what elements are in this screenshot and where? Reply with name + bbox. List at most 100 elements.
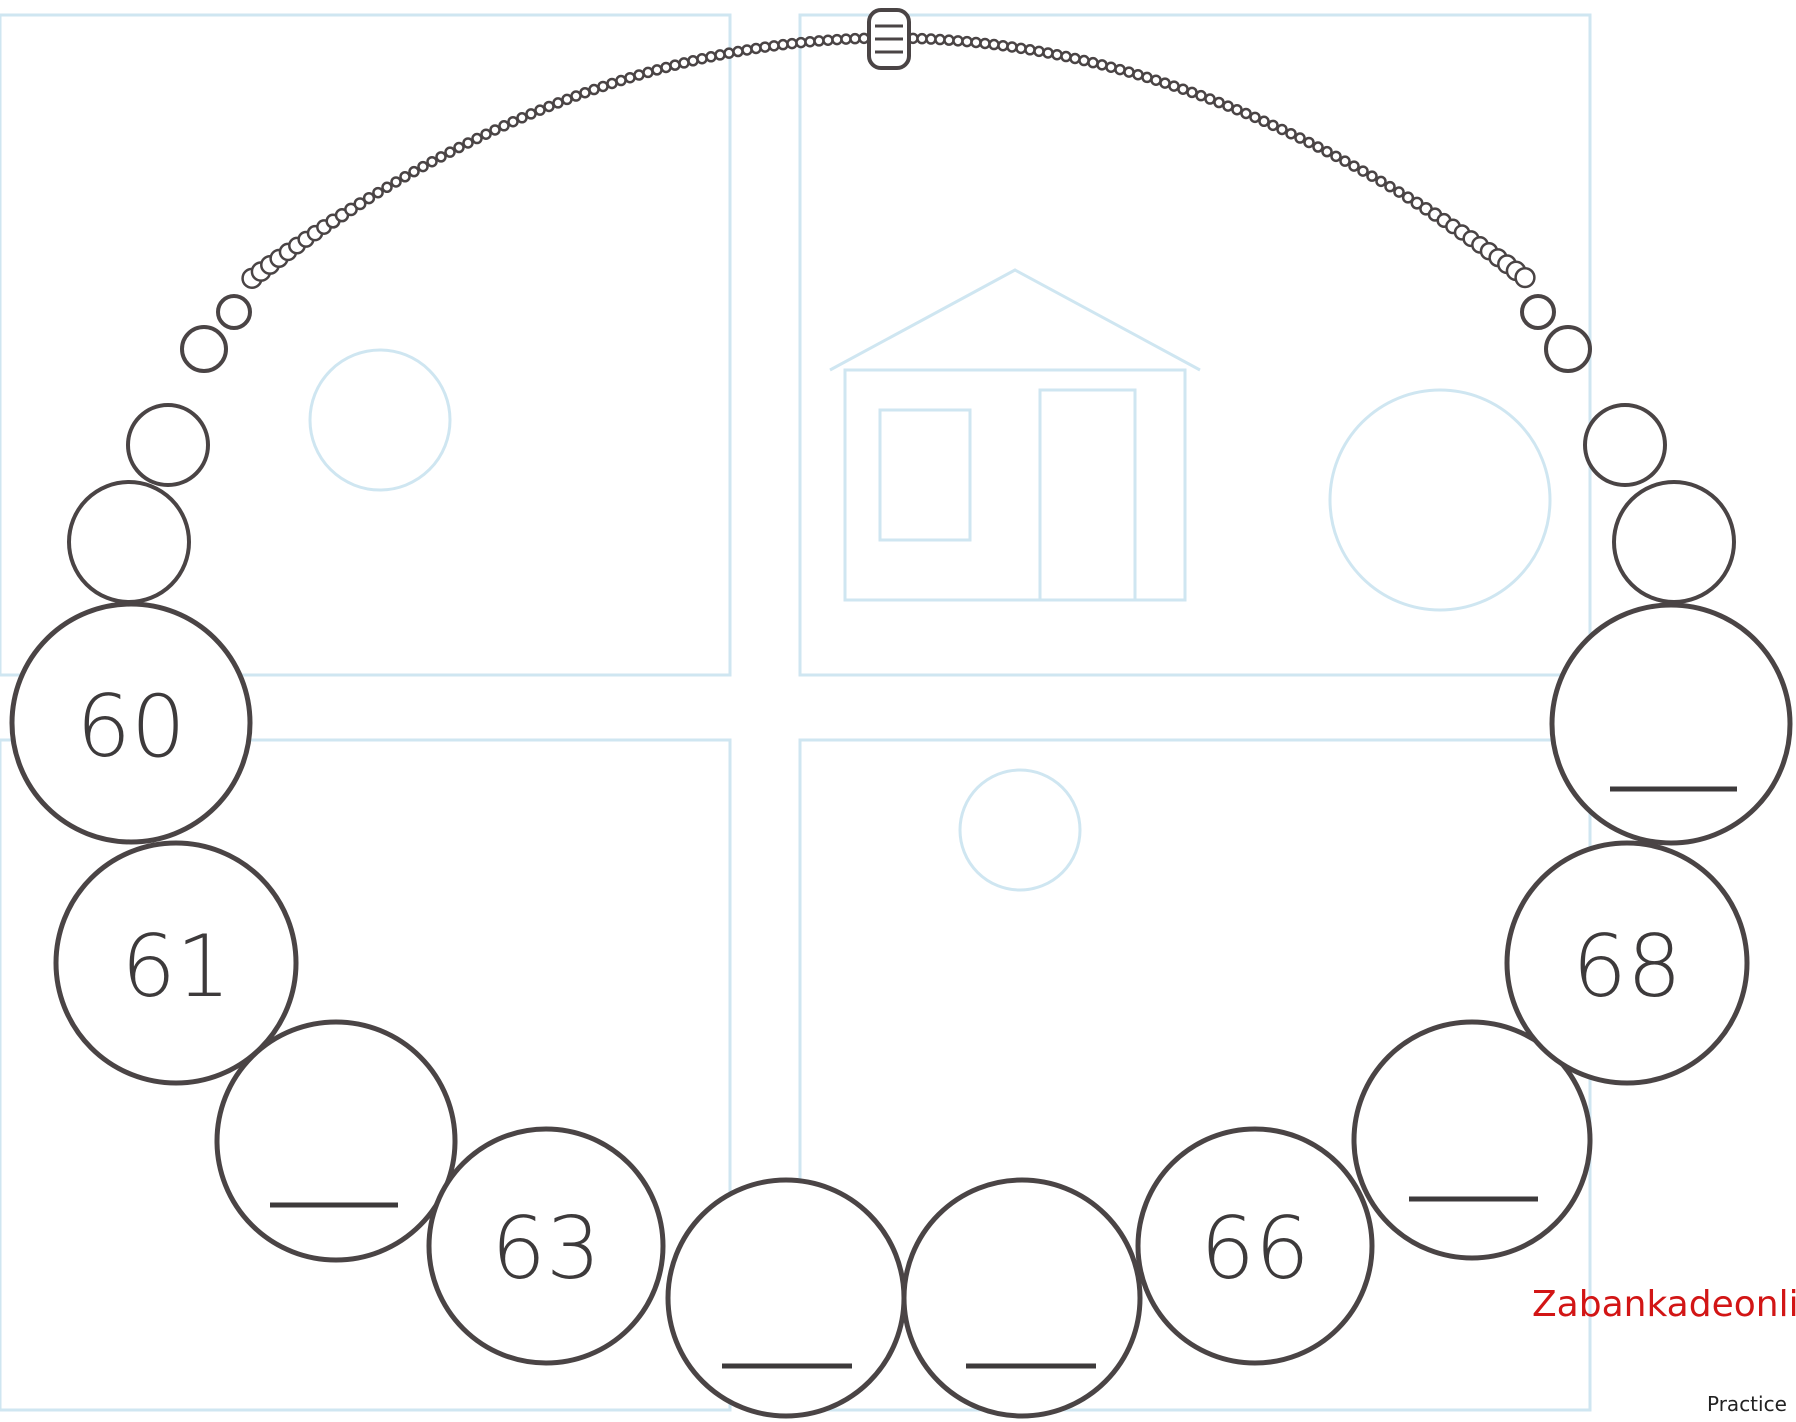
chain-bead [1152, 76, 1161, 85]
chain-bead [797, 38, 806, 47]
chain-bead [761, 43, 770, 52]
chain-bead [1197, 91, 1206, 100]
chain-bead [599, 82, 608, 91]
chain-bead [1350, 162, 1359, 171]
watermark-text: Zabankadeonli [1532, 1284, 1796, 1325]
chain-bead [500, 121, 509, 130]
chain-bead [851, 34, 860, 43]
chain-bead [918, 34, 927, 43]
chain-bead [437, 152, 446, 161]
chain-bead [1134, 70, 1143, 79]
chain-bead [1179, 85, 1188, 94]
bead-66: 66 [1138, 1129, 1372, 1363]
bead-number: 68 [1572, 917, 1681, 1017]
chain-bead [1008, 42, 1017, 51]
small-bead [69, 482, 189, 602]
chain-bead [383, 183, 392, 192]
chain-bead [689, 56, 698, 65]
bead-64 [668, 1180, 904, 1416]
bead-number: 61 [121, 917, 230, 1017]
chain-bead [590, 85, 599, 94]
chain-bead [1125, 68, 1134, 77]
chain-bead [1116, 65, 1125, 74]
chain-bead [1386, 182, 1395, 191]
chain-bead [1035, 47, 1044, 56]
chain-bead [509, 117, 518, 126]
chain-bead [1278, 125, 1287, 134]
bead-69 [1552, 605, 1790, 843]
chain-bead [1394, 188, 1403, 197]
bead-65 [904, 1180, 1140, 1416]
chain-bead [1242, 109, 1251, 118]
chain-bead [1260, 117, 1269, 126]
chain-bead [536, 106, 545, 115]
chain-bead [1314, 143, 1323, 152]
chain-bead [572, 92, 581, 101]
chain-bead [806, 37, 815, 46]
chain-bead [743, 45, 752, 54]
chain-bead [824, 36, 833, 45]
chain-bead [1089, 58, 1098, 67]
chain-bead [1170, 82, 1179, 91]
chain-bead [662, 63, 671, 72]
chain-bead [482, 130, 491, 139]
chain-bead [1107, 63, 1116, 72]
chain-bead [770, 41, 779, 50]
chain-bead [455, 143, 464, 152]
chain-bead [1053, 50, 1062, 59]
chain-bead [972, 38, 981, 47]
chain-bead [936, 35, 945, 44]
chain-bead [1305, 138, 1314, 147]
chain-bead [410, 167, 419, 176]
chain-bead [779, 40, 788, 49]
chain-bead [617, 76, 626, 85]
chain-bead [1062, 52, 1071, 61]
bead-63: 63 [429, 1129, 663, 1363]
chain-bead [842, 35, 851, 44]
chain-bead [626, 73, 635, 82]
bead-62 [217, 1022, 455, 1260]
chain-bead [1251, 113, 1260, 122]
chain-bead [716, 50, 725, 59]
chain-bead [963, 37, 972, 46]
small-beads [69, 296, 1734, 602]
chain-bead [990, 40, 999, 49]
chain-bead [1296, 134, 1305, 143]
chain-bead [833, 35, 842, 44]
chain-bead [419, 162, 428, 171]
necklace-clasp [869, 10, 909, 68]
chain-bead [563, 95, 572, 104]
chain-bead [954, 36, 963, 45]
chain-bead [1143, 73, 1152, 82]
chain-bead [1323, 147, 1332, 156]
chain-bead [1161, 79, 1170, 88]
chain-bead [1332, 152, 1341, 161]
chain-bead [473, 134, 482, 143]
chain-bead [446, 148, 455, 157]
chain-bead [1044, 48, 1053, 57]
chain-bead [401, 172, 410, 181]
chain-bead [1098, 60, 1107, 69]
chain-bead [428, 157, 437, 166]
chain-bead [734, 47, 743, 56]
chain-bead [653, 65, 662, 74]
chain-bead [392, 177, 401, 186]
chain-bead [815, 36, 824, 45]
small-bead [128, 405, 208, 485]
chain-bead [1368, 172, 1377, 181]
bead-60: 60 [12, 604, 250, 842]
chain-bead [491, 125, 500, 134]
chain-bead [752, 44, 761, 53]
chain-bead [464, 138, 473, 147]
small-bead [1522, 296, 1554, 328]
chain-bead [1233, 105, 1242, 114]
chain-bead [927, 35, 936, 44]
chain-bead [545, 102, 554, 111]
chain-bead [1206, 95, 1215, 104]
chain-bead [981, 39, 990, 48]
chain-bead [644, 68, 653, 77]
page-footer: Practice [1707, 1392, 1787, 1416]
chain-bead [1287, 129, 1296, 138]
chain-bead [1377, 177, 1386, 186]
